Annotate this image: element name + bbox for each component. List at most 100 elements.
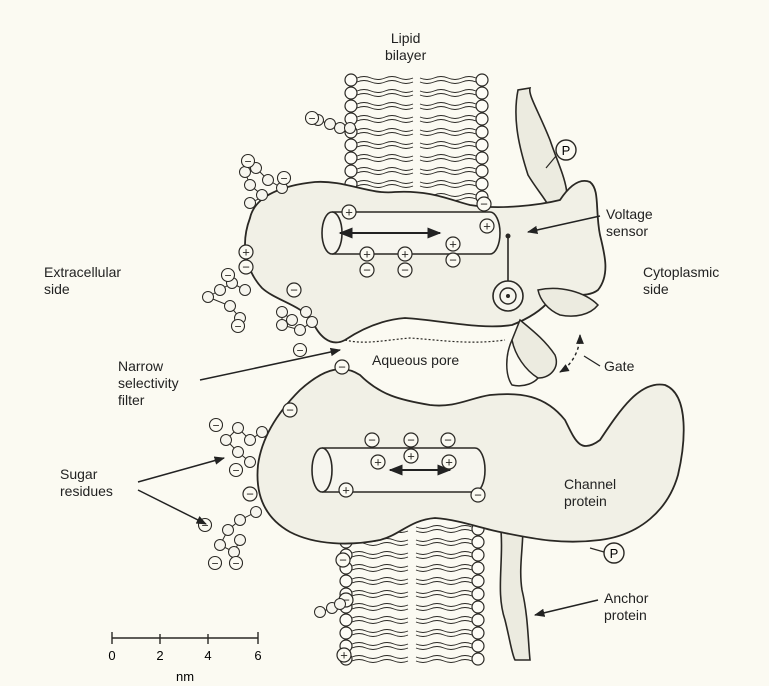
lipid-inner-head xyxy=(472,627,484,639)
lipid-inner-tail xyxy=(416,617,472,624)
svg-text:−: − xyxy=(449,253,457,268)
negative-charge: − xyxy=(287,283,301,298)
lipid-outer-tail xyxy=(352,617,408,624)
label-gate: Gate xyxy=(604,358,634,375)
lipid-inner-head xyxy=(476,178,488,190)
lipid-inner-head xyxy=(472,588,484,600)
svg-text:+: + xyxy=(407,449,415,464)
lipid-outer-head xyxy=(340,614,352,626)
label-anchor-protein: Anchor protein xyxy=(604,590,648,624)
lipid-inner-tail xyxy=(420,181,476,188)
svg-text:−: − xyxy=(246,487,254,502)
svg-text:+: + xyxy=(242,245,250,260)
label-aqueous-pore: Aqueous pore xyxy=(372,352,459,369)
lipid-inner-tail xyxy=(416,604,472,611)
label-lipid-bilayer: Lipid bilayer xyxy=(385,30,426,64)
lipid-outer-head xyxy=(345,152,357,164)
lipid-outer-head xyxy=(340,627,352,639)
lipid-inner-head xyxy=(472,640,484,652)
lipid-outer-head xyxy=(345,100,357,112)
label-sugar-residues: Sugar residues xyxy=(60,466,113,500)
lipid-inner-tail xyxy=(416,578,472,585)
lipid-inner-tail xyxy=(416,656,472,663)
lipid-outer-tail xyxy=(352,578,408,585)
label-narrow-selectivity-filter: Narrow selectivity filter xyxy=(118,358,179,409)
negative-charge: − xyxy=(441,433,455,448)
sugar-residue-cluster: −−− xyxy=(199,507,262,571)
svg-text:−: − xyxy=(296,344,303,358)
lipid-inner-head xyxy=(476,87,488,99)
scale-tick-6: 6 xyxy=(254,648,261,663)
sugar-residue-cluster xyxy=(315,599,346,618)
lipid-outer-tail xyxy=(352,630,408,637)
negative-charge: − xyxy=(404,433,418,448)
lipid-inner-head xyxy=(476,113,488,125)
svg-text:−: − xyxy=(280,172,287,186)
negative-charge: − xyxy=(471,488,485,503)
svg-text:+: + xyxy=(483,219,491,234)
lipid-inner-head xyxy=(476,74,488,86)
lipid-inner-head xyxy=(476,126,488,138)
svg-text:+: + xyxy=(374,455,382,470)
lipid-outer-head xyxy=(340,575,352,587)
lipid-inner-head xyxy=(476,165,488,177)
negative-charge: − xyxy=(477,197,491,212)
arrow-gate-motion xyxy=(560,335,580,372)
phosphate-lower: P xyxy=(604,543,624,563)
lipid-inner-tail xyxy=(420,155,476,162)
phosphate-upper: P xyxy=(556,140,576,160)
svg-text:−: − xyxy=(286,403,294,418)
lipid-outer-tail xyxy=(357,129,413,136)
voltage-sensor-cylinder-lower xyxy=(312,448,485,492)
sugar-residue-cluster: −− xyxy=(203,269,251,334)
lipid-inner-head xyxy=(472,562,484,574)
positive-charge: + xyxy=(446,237,460,252)
negative-charge: − xyxy=(335,360,349,375)
lipid-inner-head xyxy=(472,601,484,613)
lipid-inner-head xyxy=(472,653,484,665)
lipid-inner-tail xyxy=(416,591,472,598)
svg-text:−: − xyxy=(244,155,251,169)
negative-charge: − xyxy=(398,263,412,278)
positive-charge: + xyxy=(480,219,494,234)
svg-text:−: − xyxy=(232,557,239,571)
svg-text:+: + xyxy=(445,455,453,470)
gate-ring-center xyxy=(506,294,510,298)
svg-text:−: − xyxy=(211,557,218,571)
lipid-inner-head xyxy=(476,139,488,151)
positive-charge: + xyxy=(360,247,374,262)
positive-charge: + xyxy=(337,648,351,663)
sugar-residue-cluster: − xyxy=(277,307,318,358)
gate-flap xyxy=(512,320,556,378)
positive-charge: + xyxy=(339,483,353,498)
arrow-gate-pointer xyxy=(584,356,600,366)
svg-text:−: − xyxy=(407,433,415,448)
lipid-inner-tail xyxy=(420,103,476,110)
lipid-outer-tail xyxy=(352,643,408,650)
positive-charge: + xyxy=(404,449,418,464)
lipid-outer-tail xyxy=(357,116,413,123)
negative-charge: − xyxy=(239,260,253,275)
lipid-outer-head xyxy=(345,165,357,177)
lipid-inner-tail xyxy=(416,630,472,637)
label-channel-protein: Channel protein xyxy=(564,476,616,510)
svg-text:+: + xyxy=(342,483,350,498)
lipid-inner-head xyxy=(472,536,484,548)
svg-text:−: − xyxy=(290,283,298,298)
svg-text:−: − xyxy=(232,464,239,478)
lipid-inner-tail xyxy=(416,539,472,546)
lipid-outer-tail xyxy=(352,604,408,611)
svg-text:−: − xyxy=(474,488,482,503)
lipid-outer-tail xyxy=(357,77,413,84)
svg-text:P: P xyxy=(610,546,619,561)
lipid-inner-tail xyxy=(420,129,476,136)
lipid-inner-head xyxy=(476,100,488,112)
lipid-inner-tail xyxy=(420,90,476,97)
lipid-outer-tail xyxy=(352,656,408,663)
lipid-outer-tail xyxy=(357,168,413,175)
svg-text:−: − xyxy=(480,197,488,212)
lipid-inner-tail xyxy=(416,565,472,572)
svg-text:+: + xyxy=(363,247,371,262)
svg-text:−: − xyxy=(444,433,452,448)
